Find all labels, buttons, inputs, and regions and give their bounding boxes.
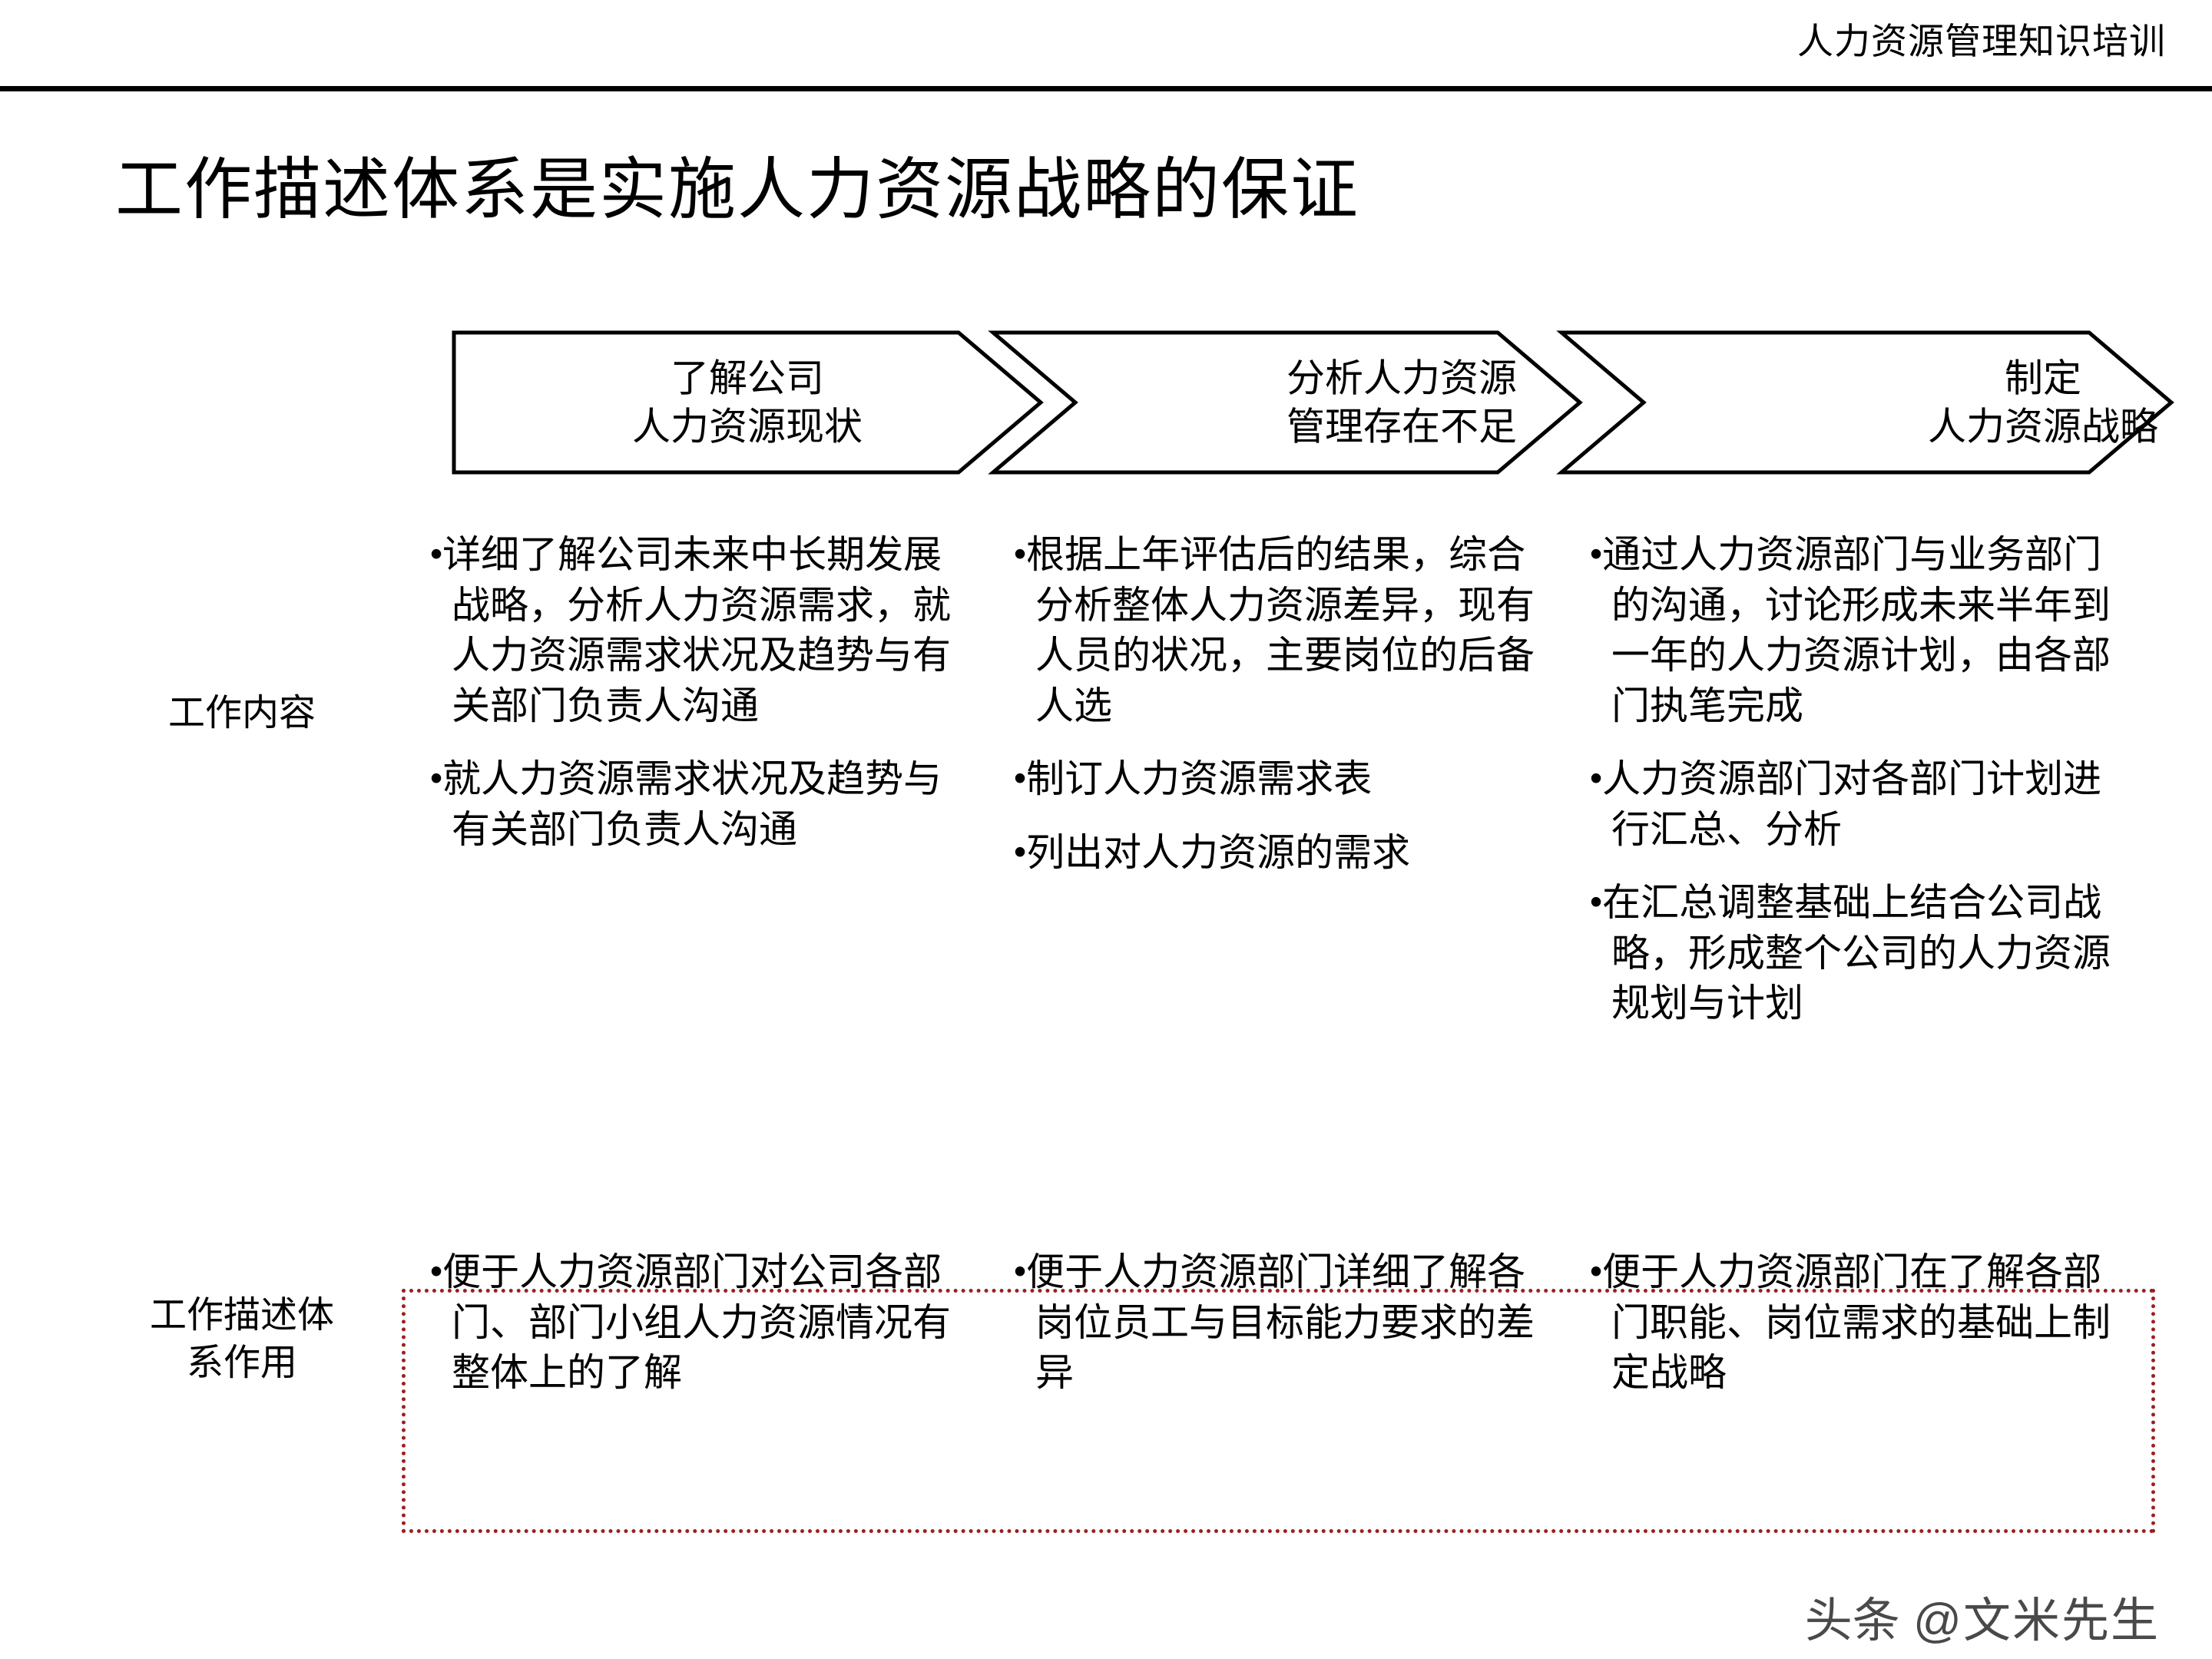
table-row-work-content: 工作内容 •详细了解公司未来中长期发展战略，分析人力资源需求，就人力资源需求状况… bbox=[0, 530, 2212, 1221]
list-item: •根据上年评估后的结果，综合分析整体人力资源差异，现有人员的状况，主要岗位的后备… bbox=[1014, 530, 1544, 731]
list-item-text: 便于人力资源部门详细了解各岗位员工与目标能力要求的差异 bbox=[1026, 1250, 1535, 1394]
row-label-line2: 系作用 bbox=[186, 1343, 297, 1384]
list-item: •通过人力资源部门与业务部门的沟通，讨论形成未来半年到一年的人力资源计划，由各部… bbox=[1590, 530, 2139, 731]
cell-jd-effect-col1: •便于人力资源部门对公司各部门、部门小组人力资源情况有整体上的了解 bbox=[430, 1247, 968, 1399]
chevron-shape-icon bbox=[1556, 330, 2174, 475]
list-item: •列出对人力资源的需求 bbox=[1014, 828, 1544, 879]
list-item-text: 便于人力资源部门在了解各部门职能、岗位需求的基础上制定战略 bbox=[1602, 1250, 2111, 1394]
cell-jd-effect-col3: •便于人力资源部门在了解各部门职能、岗位需求的基础上制定战略 bbox=[1590, 1247, 2139, 1399]
page-title: 工作描述体系是实施人力资源战略的保证 bbox=[115, 151, 1360, 227]
list-item: •详细了解公司未来中长期发展战略，分析人力资源需求，就人力资源需求状况及趋势与有… bbox=[430, 530, 968, 731]
highlight-dotted-box bbox=[402, 1289, 2155, 1533]
watermark-brand: 头条 bbox=[1804, 1594, 1900, 1647]
header-title: 人力资源管理知识培训 bbox=[1797, 21, 2166, 61]
list-item-text: 通过人力资源部门与业务部门的沟通，讨论形成未来半年到一年的人力资源计划，由各部门… bbox=[1602, 533, 2111, 727]
list-item: •便于人力资源部门对公司各部门、部门小组人力资源情况有整体上的了解 bbox=[430, 1247, 968, 1399]
row-label-line1: 工作描述体 bbox=[149, 1295, 334, 1336]
cell-work-content-col3: •通过人力资源部门与业务部门的沟通，讨论形成未来半年到一年的人力资源计划，由各部… bbox=[1590, 530, 2139, 1029]
row-label-jd-system-effect: 工作描述体 系作用 bbox=[100, 1292, 384, 1388]
bullet-dot-icon: • bbox=[1590, 1250, 1603, 1291]
process-flow: 了解公司 人力资源现状 分析人力资源 管理存在不足 制定 人力资源战略 bbox=[0, 330, 2212, 484]
bullet-dot-icon: • bbox=[430, 1250, 443, 1291]
list-item: •便于人力资源部门详细了解各岗位员工与目标能力要求的差异 bbox=[1014, 1247, 1544, 1399]
list-item-text: 详细了解公司未来中长期发展战略，分析人力资源需求，就人力资源需求状况及趋势与有关… bbox=[442, 533, 951, 727]
bullet-dot-icon: • bbox=[1590, 757, 1603, 798]
process-step-3[interactable]: 制定 人力资源战略 bbox=[1556, 330, 2174, 475]
cell-work-content-col2: •根据上年评估后的结果，综合分析整体人力资源差异，现有人员的状况，主要岗位的后备… bbox=[1014, 530, 1544, 878]
list-item: •便于人力资源部门在了解各部门职能、岗位需求的基础上制定战略 bbox=[1590, 1247, 2139, 1399]
cell-work-content-col1: •详细了解公司未来中长期发展战略，分析人力资源需求，就人力资源需求状况及趋势与有… bbox=[430, 530, 968, 855]
bullet-dot-icon: • bbox=[430, 533, 443, 574]
header-divider-rule bbox=[0, 86, 2212, 91]
list-item-text: 根据上年评估后的结果，综合分析整体人力资源差异，现有人员的状况，主要岗位的后备人… bbox=[1026, 533, 1535, 727]
list-item: •就人力资源需求状况及趋势与有关部门负责人沟通 bbox=[430, 754, 968, 855]
process-step-2[interactable]: 分析人力资源 管理存在不足 bbox=[988, 330, 1583, 475]
bullet-dot-icon: • bbox=[1014, 830, 1027, 871]
watermark-handle: @文米先生 bbox=[1913, 1594, 2160, 1647]
chevron-shape-icon bbox=[988, 330, 1583, 475]
cell-jd-effect-col2: •便于人力资源部门详细了解各岗位员工与目标能力要求的差异 bbox=[1014, 1247, 1544, 1399]
bullet-dot-icon: • bbox=[1014, 533, 1027, 574]
bullet-dot-icon: • bbox=[1014, 1250, 1027, 1291]
list-item: •人力资源部门对各部门计划进行汇总、分析 bbox=[1590, 754, 2139, 855]
list-item-text: 便于人力资源部门对公司各部门、部门小组人力资源情况有整体上的了解 bbox=[442, 1250, 951, 1394]
bullet-dot-icon: • bbox=[1590, 533, 1603, 574]
bullet-dot-icon: • bbox=[1014, 757, 1027, 798]
list-item: •制订人力资源需求表 bbox=[1014, 754, 1544, 805]
watermark: 头条 @文米先生 bbox=[1805, 1598, 2160, 1645]
list-item-text: 列出对人力资源的需求 bbox=[1026, 830, 1411, 874]
list-item-text: 就人力资源需求状况及趋势与有关部门负责人沟通 bbox=[442, 757, 942, 851]
bullet-dot-icon: • bbox=[1590, 881, 1603, 922]
process-step-1[interactable]: 了解公司 人力资源现状 bbox=[452, 330, 1044, 475]
list-item-text: 在汇总调整基础上结合公司战略，形成整个公司的人力资源规划与计划 bbox=[1602, 881, 2111, 1025]
row-label-work-content: 工作内容 bbox=[167, 693, 316, 733]
bullet-dot-icon: • bbox=[430, 757, 443, 798]
page-header: 人力资源管理知识培训 bbox=[0, 0, 2212, 92]
content-grid: 工作内容 •详细了解公司未来中长期发展战略，分析人力资源需求，就人力资源需求状况… bbox=[0, 530, 2212, 1533]
list-item: •在汇总调整基础上结合公司战略，形成整个公司的人力资源规划与计划 bbox=[1590, 878, 2139, 1029]
table-row-jd-system-effect: 工作描述体 系作用 •便于人力资源部门对公司各部门、部门小组人力资源情况有整体上… bbox=[0, 1221, 2212, 1475]
list-item-text: 制订人力资源需求表 bbox=[1026, 757, 1373, 800]
chevron-shape-icon bbox=[452, 330, 1044, 475]
list-item-text: 人力资源部门对各部门计划进行汇总、分析 bbox=[1602, 757, 2102, 851]
